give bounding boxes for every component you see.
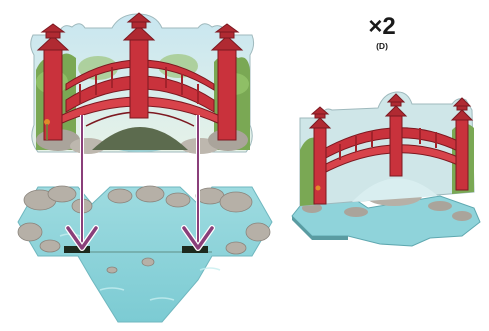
water-base-tile [18, 186, 272, 322]
bridge-standee [31, 13, 254, 154]
copies-indicator: ×2 (D) [352, 14, 412, 52]
piece-code: (D) [352, 40, 412, 52]
assembled-bridge [292, 92, 480, 246]
copies-count: ×2 [352, 14, 412, 40]
